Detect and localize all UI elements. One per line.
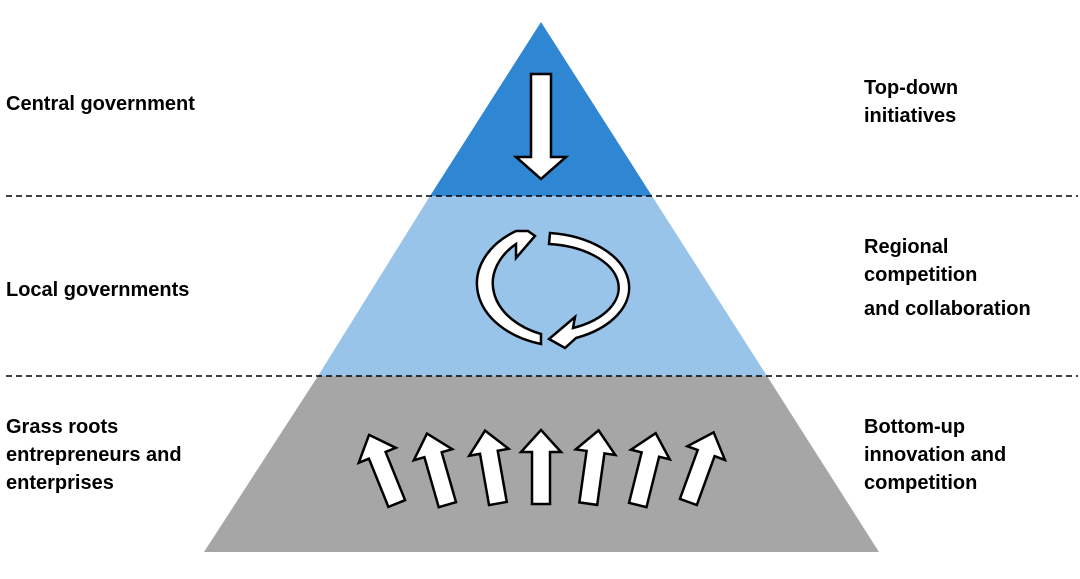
up-arrow <box>518 428 564 506</box>
dynamic-label-line: innovation and <box>864 444 1007 466</box>
level-label-line: Grass roots <box>6 416 119 438</box>
up-arrow <box>411 431 458 509</box>
dynamic-label-top-down: Top-down initiatives <box>864 74 958 130</box>
level-label-local-governments: Local governments <box>6 276 189 304</box>
up-arrows-icon <box>356 428 728 509</box>
cycle-arrow-right <box>546 231 631 350</box>
dynamic-label-line: Bottom-up <box>864 416 966 438</box>
pyramid-middle-tier <box>318 196 767 376</box>
dynamic-label-regional: Regional competition and collaboration <box>864 233 1031 323</box>
dynamic-label-line: Regional <box>864 236 949 258</box>
dynamic-label-line: Top-down <box>864 77 959 99</box>
up-arrow <box>466 428 512 507</box>
level-label-line: Central government <box>6 93 195 115</box>
dynamic-label-line: competition <box>864 472 978 494</box>
dynamic-label-line: and collaboration <box>864 298 1031 320</box>
dynamic-label-line: competition <box>864 264 978 286</box>
cycle-arrow-left <box>475 229 543 346</box>
up-arrow <box>678 430 728 507</box>
level-label-line: entrepreneurs and <box>6 444 182 466</box>
dynamic-label-bottom-up: Bottom-up innovation and competition <box>864 413 1006 497</box>
up-arrow <box>356 433 407 509</box>
dynamic-label-line: initiatives <box>864 105 957 127</box>
level-label-central-government: Central government <box>6 90 195 118</box>
level-label-line: enterprises <box>6 472 114 494</box>
up-arrow <box>572 428 618 507</box>
level-label-grass-roots: Grass roots entrepreneurs and enterprise… <box>6 413 182 497</box>
up-arrow <box>627 431 673 509</box>
cycle-arrows-icon <box>475 229 631 350</box>
down-arrow-icon <box>512 72 570 181</box>
level-label-line: Local governments <box>6 279 190 301</box>
